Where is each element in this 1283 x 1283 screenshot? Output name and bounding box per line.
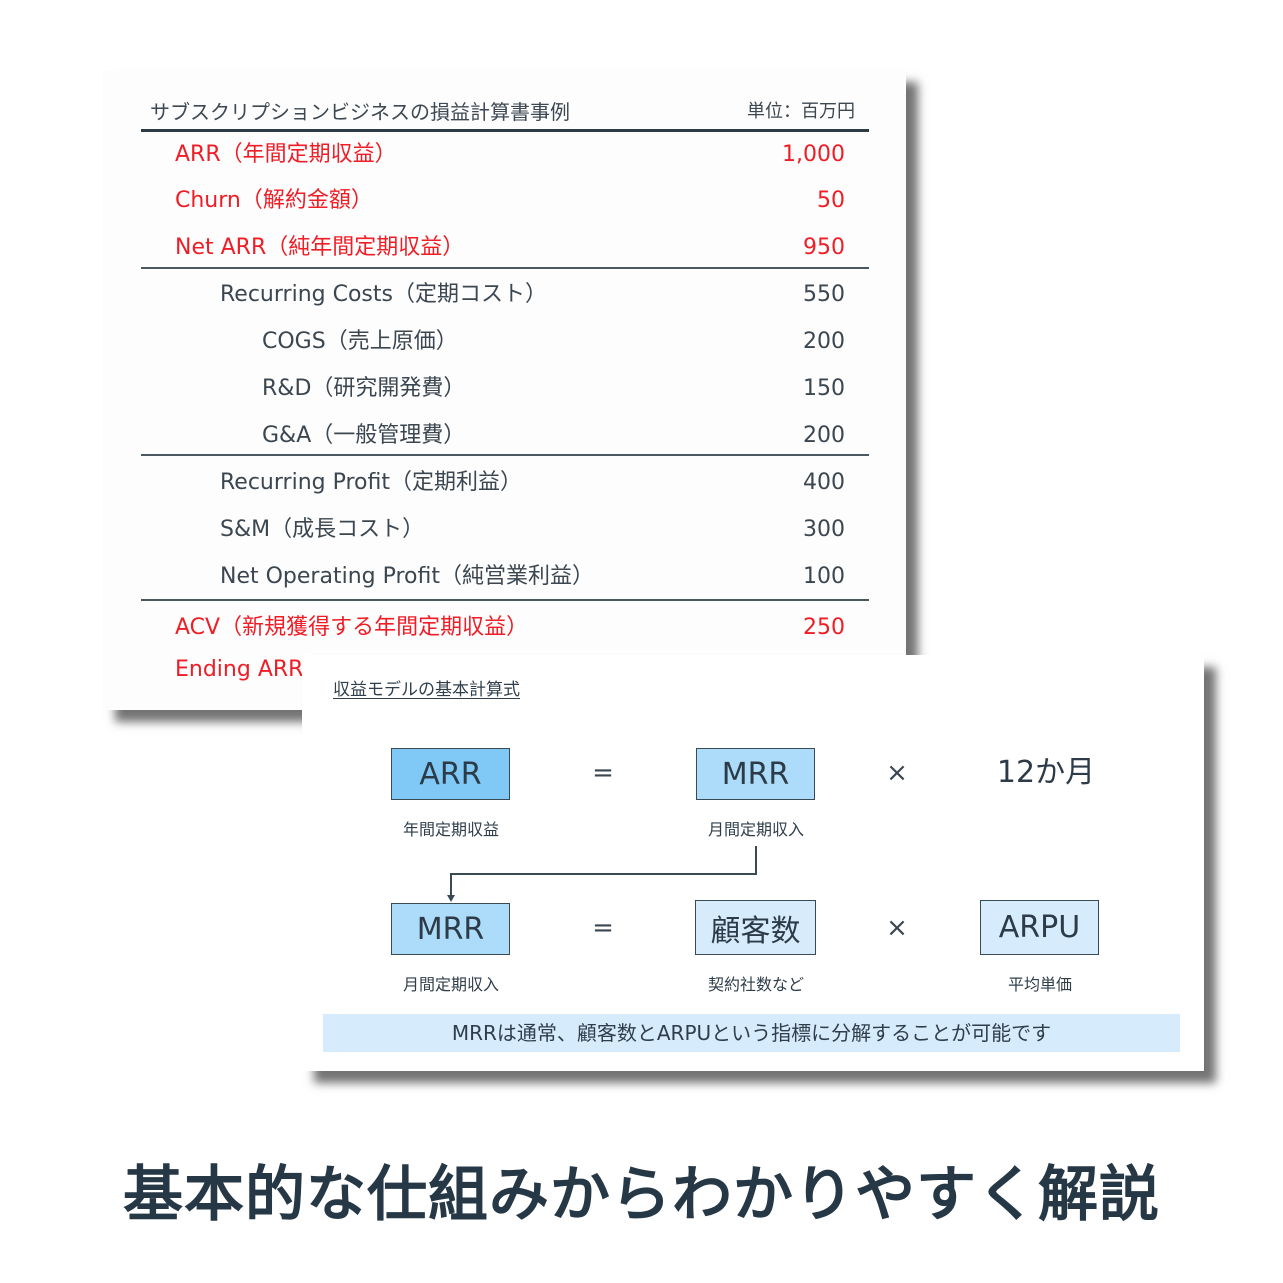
row-label: Recurring Costs（定期コスト） [220,282,547,307]
pl-row-ending-arr: Ending ARR [103,655,906,685]
pl-row-recurring-profit: Recurring Profit（定期利益） 400 [103,468,906,498]
row-label: Net Operating Profit（純営業利益） [220,564,594,589]
connector-arrow-horizontal [450,873,757,875]
row-label: COGS（売上原価） [262,329,458,354]
row-value: 550 [803,282,845,307]
formula-note-banner: MRRは通常、顧客数とARPUという指標に分解することが可能です [323,1014,1180,1052]
row-value: 150 [803,376,845,401]
row-value: 200 [803,423,845,448]
pl-row-acv: ACV（新規獲得する年間定期収益） 250 [103,613,906,643]
mrr-box-2: MRR [391,903,510,955]
section-divider [141,454,869,456]
pl-row-snm: S&M（成長コスト） 300 [103,515,906,545]
row-label: S&M（成長コスト） [220,517,425,542]
pl-row-gna: G&A（一般管理費） 200 [103,421,906,451]
row-value: 300 [803,517,845,542]
row-value: 950 [803,235,845,260]
row-value: 100 [803,564,845,589]
row-label: ACV（新規獲得する年間定期収益） [175,615,529,640]
arpu-box: ARPU [980,900,1099,955]
unit-label: 単位：百万円 [747,101,855,122]
section-divider [141,599,869,601]
row-label: G&A（一般管理費） [262,423,466,448]
pl-statement-title: サブスクリプションビジネスの損益計算書事例 [150,100,570,124]
row-value: 50 [817,188,845,213]
arr-caption: 年間定期収益 [402,820,499,839]
row-label: Recurring Profit（定期利益） [220,470,522,495]
revenue-formula-card: 収益モデルの基本計算式 ARR = MRR × 12か月 年間定期収益 月間定期… [302,655,1204,1071]
row-value: 1,000 [782,142,845,167]
pl-row-recurring-costs: Recurring Costs（定期コスト） 550 [103,280,906,310]
formula-card-title: 収益モデルの基本計算式 [333,680,520,700]
multiply-sign: × [886,758,908,788]
pl-statement-card: サブスクリプションビジネスの損益計算書事例 単位：百万円 ARR（年間定期収益）… [103,70,906,710]
mrr-caption: 月間定期収入 [707,820,804,839]
mrr-box: MRR [696,748,815,800]
customer-count-box: 顧客数 [695,900,816,955]
arrow-down-icon [447,895,455,902]
headline: 基本的な仕組みからわかりやすく解説 [123,1160,1160,1230]
pl-row-net-operating-profit: Net Operating Profit（純営業利益） 100 [103,562,906,592]
pl-row-rnd: R&D（研究開発費） 150 [103,374,906,404]
mrr-caption-2: 月間定期収入 [402,975,499,994]
connector-arrow-drop [450,873,452,896]
row-label: Churn（解約金額） [175,188,373,213]
pl-row-cogs: COGS（売上原価） 200 [103,327,906,357]
customer-count-caption: 契約社数など [707,975,804,994]
multiply-sign: × [886,913,908,943]
header-divider [141,129,869,132]
row-value: 400 [803,470,845,495]
row-value: 200 [803,329,845,354]
arpu-caption: 平均単価 [1007,975,1072,994]
equals-sign: = [592,758,614,788]
row-label: Net ARR（純年間定期収益） [175,235,465,260]
row-label: R&D（研究開発費） [262,376,466,401]
section-divider [141,267,869,269]
arr-box: ARR [391,748,510,800]
pl-row-net-arr: Net ARR（純年間定期収益） 950 [103,233,906,263]
twelve-months-value: 12か月 [996,755,1096,790]
row-label: ARR（年間定期収益） [175,142,397,167]
row-value: 250 [803,615,845,640]
pl-row-arr: ARR（年間定期収益） 1,000 [103,140,906,170]
row-label: Ending ARR [175,657,304,682]
connector-arrow-vertical [755,846,757,875]
equals-sign: = [592,913,614,943]
pl-row-churn: Churn（解約金額） 50 [103,186,906,216]
